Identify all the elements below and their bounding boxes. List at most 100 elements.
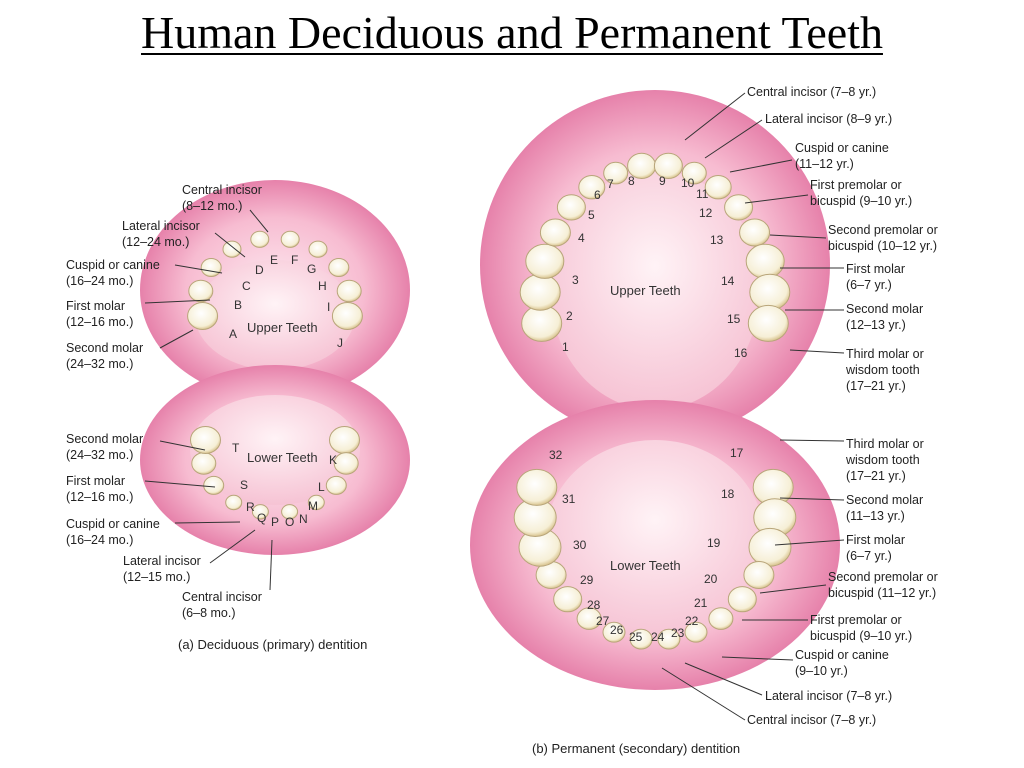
tooth-letter: C <box>242 279 251 293</box>
deciduous-lower-tooth <box>307 494 325 511</box>
perm-caption: (b) Permanent (secondary) dentition <box>532 741 741 756</box>
permanent-upper-tooth <box>681 161 707 185</box>
perm-label-lateral-incisor-lower: Lateral incisor (7–8 yr.) <box>765 689 893 703</box>
tooth-number: 28 <box>587 598 601 612</box>
perm-label-lateral-incisor-upper: Lateral incisor (8–9 yr.) <box>765 112 893 126</box>
tooth-number: 17 <box>730 446 744 460</box>
permanent-upper-tooth <box>525 243 565 279</box>
leader-line <box>769 234 827 239</box>
tooth-number: 2 <box>566 309 573 323</box>
tooth-number: 4 <box>578 231 585 245</box>
dec-label-lateral-incisor-lower: Lateral incisor(12–15 mo.) <box>123 554 201 584</box>
permanent-lower-tooth <box>657 628 681 650</box>
tooth-number: 3 <box>572 273 579 287</box>
deciduous-upper-tooth <box>200 258 222 277</box>
page-title: Human Deciduous and Permanent Teeth <box>141 7 883 58</box>
perm-upper-teeth-label: Upper Teeth <box>610 283 681 298</box>
deciduous-lower-tooth <box>325 475 347 495</box>
tooth-letter: E <box>270 253 279 267</box>
tooth-letter: M <box>308 499 318 513</box>
tooth-number: 18 <box>721 487 735 501</box>
deciduous-upper-tooth <box>328 258 350 277</box>
leader-line <box>744 194 809 204</box>
dec-lower-teeth-label: Lower Teeth <box>247 450 318 465</box>
leader-line <box>214 232 246 258</box>
leader-line <box>174 264 223 274</box>
leader-line <box>789 349 845 354</box>
tooth-letter: T <box>232 441 240 455</box>
dec-label-canine-upper: Cuspid or canine(16–24 mo.) <box>66 258 160 288</box>
tooth-letter: R <box>246 500 255 514</box>
leader-line <box>144 299 211 304</box>
deciduous-lower-jaw <box>140 365 410 555</box>
tooth-number: 26 <box>610 623 624 637</box>
leader-line <box>249 209 269 233</box>
deciduous-upper-tooth <box>331 302 363 330</box>
leader-line <box>144 480 216 488</box>
perm-label-first-molar-lower: First molar(6–7 yr.) <box>846 533 906 563</box>
tooth-letter: B <box>234 298 243 312</box>
perm-lower-teeth-label: Lower Teeth <box>610 558 681 573</box>
tooth-number: 1 <box>562 340 569 354</box>
tooth-number: 13 <box>710 233 724 247</box>
leader-line <box>269 539 273 591</box>
tooth-number: 5 <box>588 208 595 222</box>
permanent-upper-tooth <box>724 194 754 221</box>
tooth-number: 12 <box>699 206 713 220</box>
dec-label-central-incisor-upper: Central incisor(8–12 mo.) <box>182 183 262 213</box>
permanent-upper-tooth <box>521 304 563 342</box>
permanent-lower-tooth <box>629 628 653 650</box>
deciduous-upper-tooth <box>308 240 328 258</box>
permanent-lower-tooth <box>748 527 792 567</box>
permanent-lower-tooth <box>576 607 602 630</box>
dec-label-second-molar-upper: Second molar(24–32 mo.) <box>66 341 144 371</box>
tooth-letter: G <box>307 262 317 276</box>
tooth-letter: P <box>271 515 280 529</box>
dec-label-first-molar-upper: First molar(12–16 mo.) <box>66 299 134 329</box>
tooth-number: 14 <box>721 274 735 288</box>
deciduous-upper-jaw <box>140 180 410 400</box>
tooth-number: 11 <box>696 187 709 201</box>
deciduous-lower-tooth <box>225 494 243 511</box>
leader-line <box>721 656 794 661</box>
leader-line <box>684 92 746 141</box>
tooth-number: 10 <box>681 176 695 190</box>
deciduous-upper-tooth <box>222 240 242 258</box>
deciduous-lower-tooth <box>190 426 221 454</box>
permanent-upper-tooth <box>539 218 571 247</box>
deciduous-upper-tooth <box>336 279 362 303</box>
tooth-number: 30 <box>573 538 587 552</box>
deciduous-lower-tooth <box>203 475 225 495</box>
deciduous-upper-tooth <box>250 230 270 248</box>
deciduous-upper-tooth <box>187 302 219 330</box>
tooth-number: 9 <box>659 174 666 188</box>
tooth-number: 21 <box>694 596 708 610</box>
tooth-letter: K <box>329 453 338 467</box>
perm-label-canine-upper: Cuspid or canine(11–12 yr.) <box>795 141 889 171</box>
leader-line <box>661 667 746 721</box>
tooth-number: 6 <box>594 188 601 202</box>
tooth-letter: A <box>229 327 238 341</box>
leader-line <box>704 119 763 159</box>
dec-label-first-molar-lower: First molar(12–16 mo.) <box>66 474 134 504</box>
deciduous-lower-tooth <box>329 426 360 454</box>
permanent-lower-tooth <box>684 621 708 643</box>
tooth-number: 15 <box>727 312 741 326</box>
leader-line <box>779 497 845 501</box>
tooth-number: 25 <box>629 630 643 644</box>
tooth-letter: D <box>255 263 264 277</box>
permanent-upper-tooth <box>653 152 683 179</box>
permanent-lower-tooth <box>516 468 558 506</box>
permanent-upper-tooth <box>704 175 732 200</box>
permanent-lower-tooth <box>727 586 757 613</box>
dec-label-lateral-incisor-upper: Lateral incisor(12–24 mo.) <box>122 219 200 249</box>
permanent-upper-tooth <box>556 194 586 221</box>
perm-label-canine-lower: Cuspid or canine(9–10 yr.) <box>795 648 889 678</box>
permanent-lower-jaw <box>470 400 840 690</box>
leader-line <box>159 440 206 451</box>
permanent-upper-tooth <box>749 273 791 311</box>
permanent-lower-tooth <box>553 586 583 613</box>
tooth-letter: Q <box>257 511 267 525</box>
tooth-letter: L <box>318 480 325 494</box>
